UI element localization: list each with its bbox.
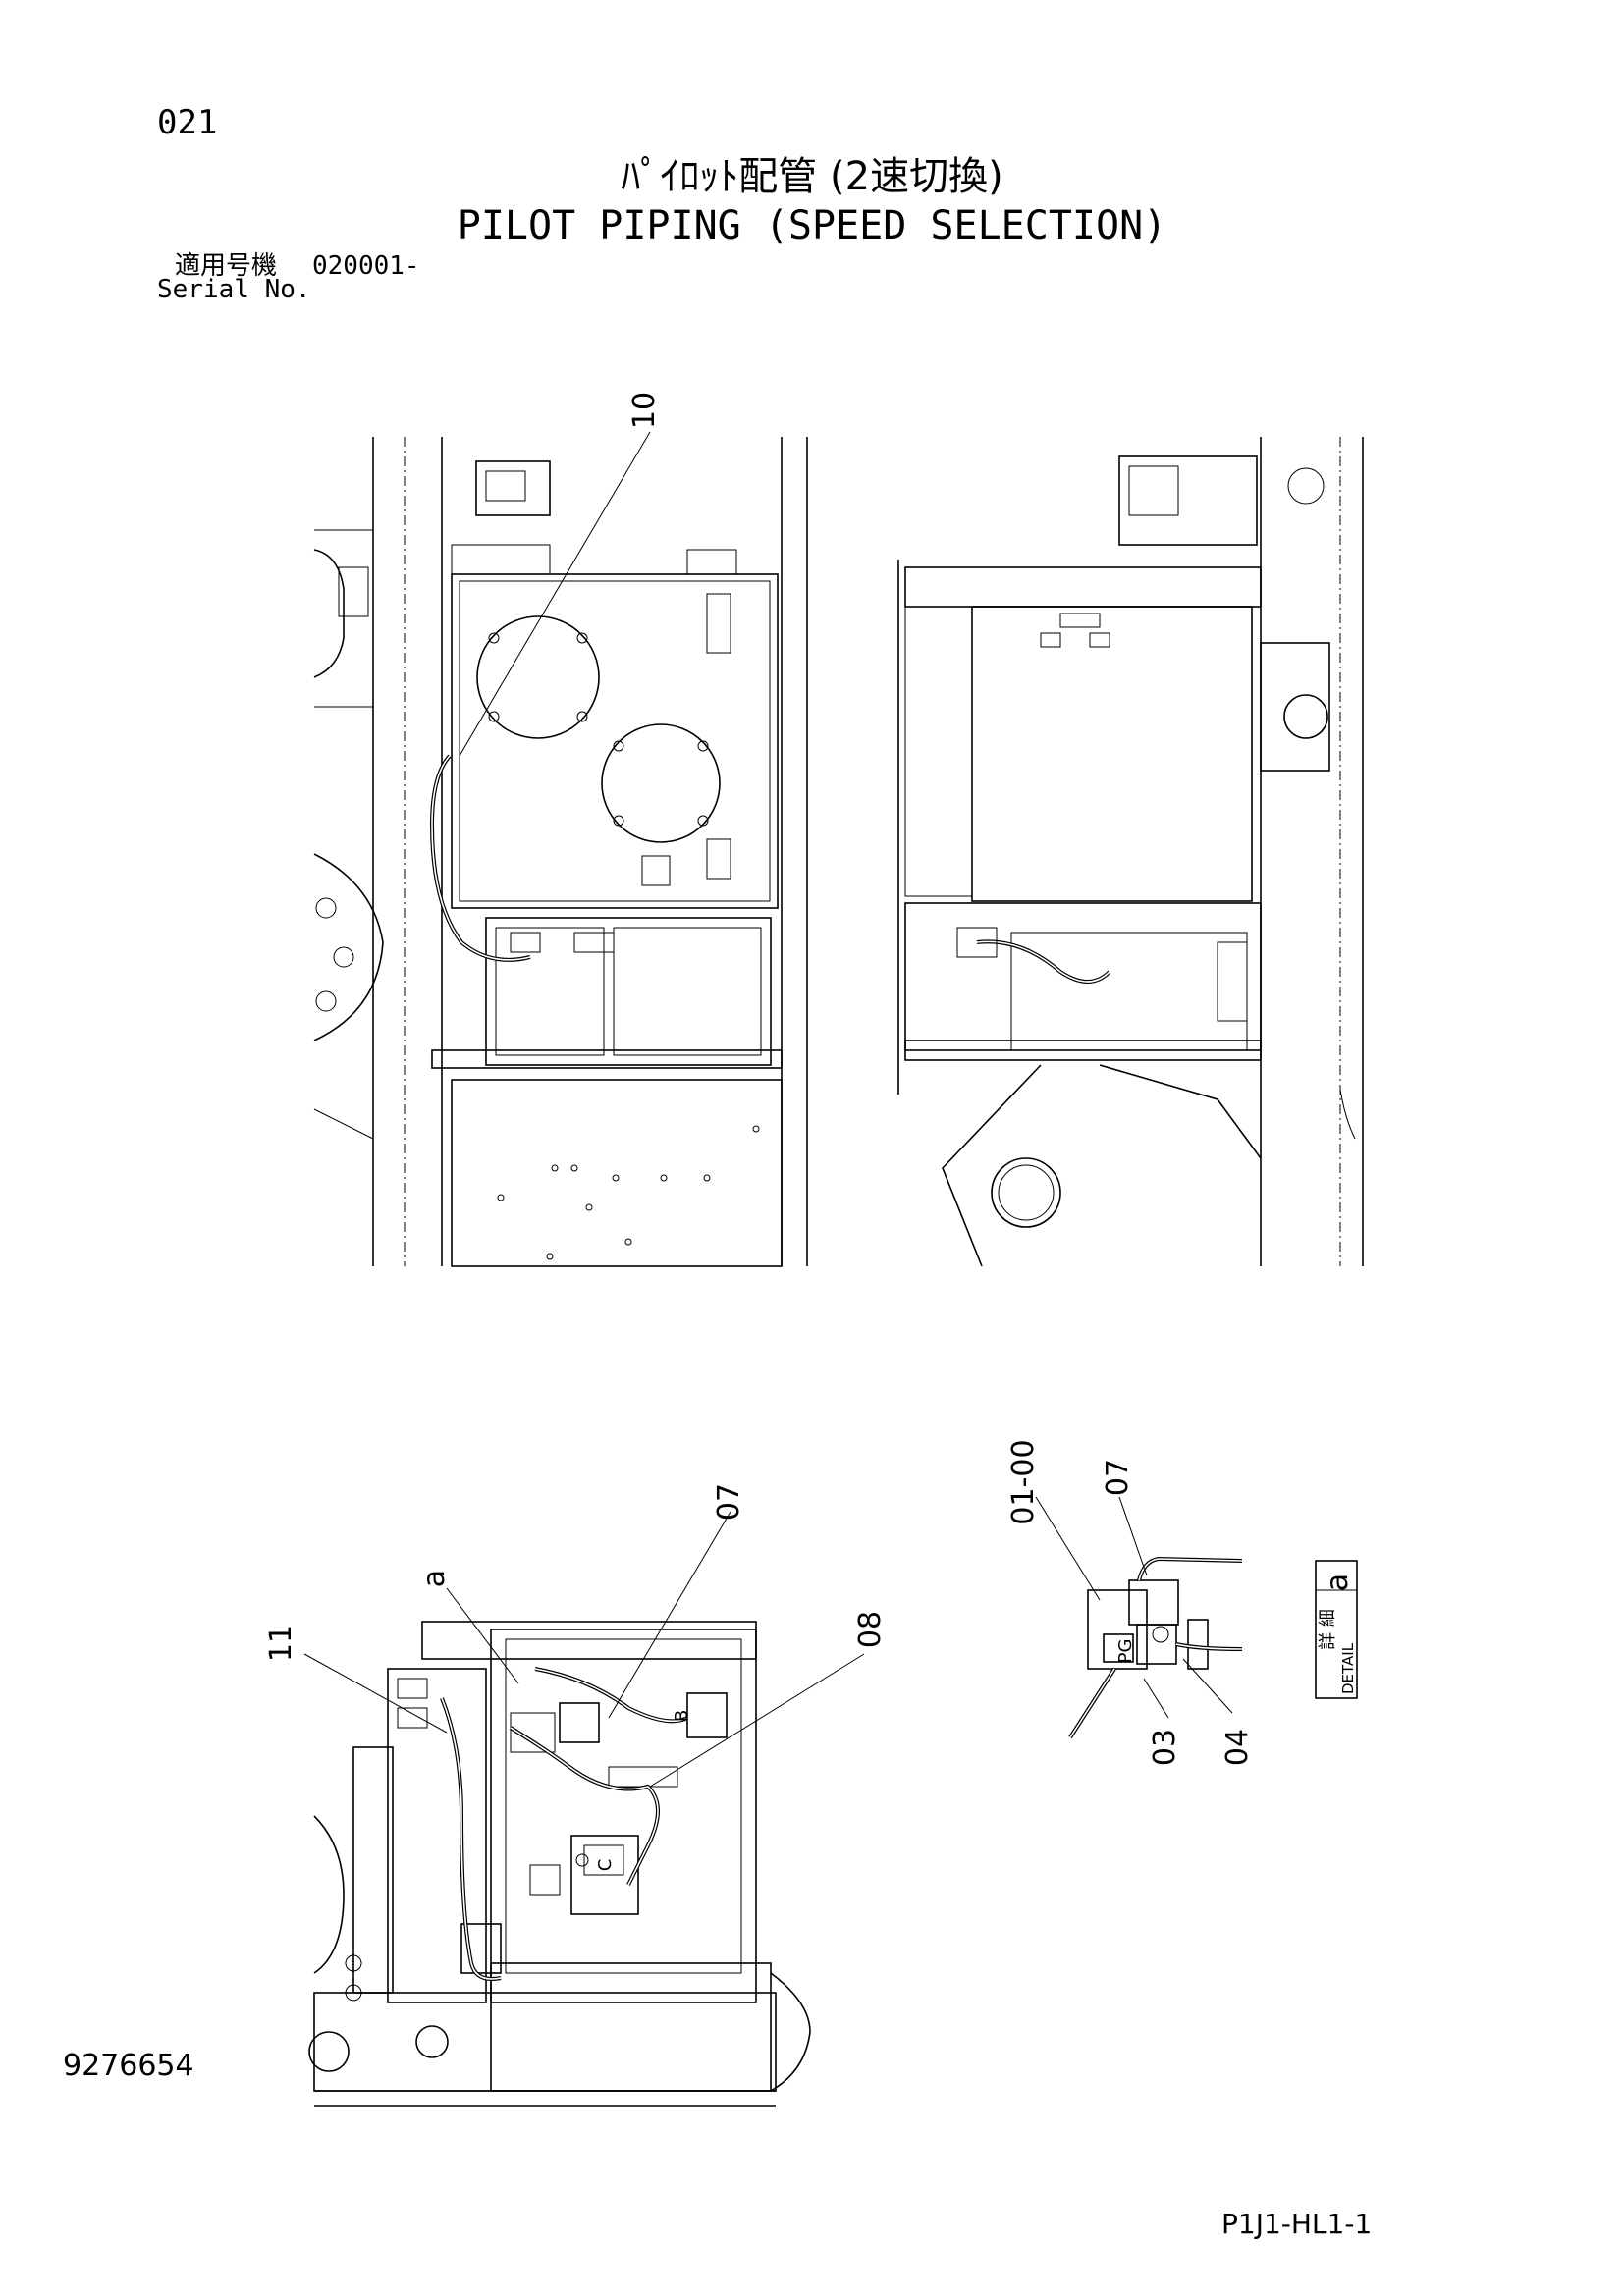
serial-value: 020001- [312,251,420,281]
port-pg-label: PG [1115,1639,1136,1664]
port-c-label: C [595,1859,616,1872]
page-title-en: PILOT PIPING (SPEED SELECTION) [457,203,1167,248]
detail-callout-04: 04 [1220,1729,1255,1766]
serial-label-en: Serial No. [157,275,311,304]
detail-letter: a [1321,1574,1355,1591]
port-b-label: B [672,1710,692,1722]
page-number: 021 [157,103,218,142]
detail-a-view: 01-00 07 03 04 PG a 詳 細 DETAIL [1006,1439,1358,1766]
top-right-view [897,437,1364,1267]
callout-11: 11 [264,1625,298,1662]
detail-callout-03: 03 [1148,1729,1182,1766]
reference-code: P1J1-HL1-1 [1221,2208,1373,2240]
page-title-jp: ﾊﾟｲﾛｯﾄ配管 (2速切換) [621,154,1003,199]
detail-label-en: DETAIL [1339,1642,1357,1694]
top-left-view: 10 [313,392,808,1267]
serial-label-jp: 適用号機 [175,251,278,281]
callout-a: a [417,1570,452,1587]
document-number: 9276654 [63,2049,194,2083]
callout-10: 10 [627,392,662,429]
callout-08: 08 [853,1611,888,1648]
bottom-left-view: a 07 08 11 B C [264,1483,888,2107]
detail-callout-07: 07 [1101,1459,1135,1496]
detail-callout-01-00: 01-00 [1006,1439,1041,1524]
detail-label-jp: 詳 細 [1318,1609,1338,1650]
detail-label-box [1315,1560,1358,1699]
callout-07: 07 [712,1483,746,1521]
